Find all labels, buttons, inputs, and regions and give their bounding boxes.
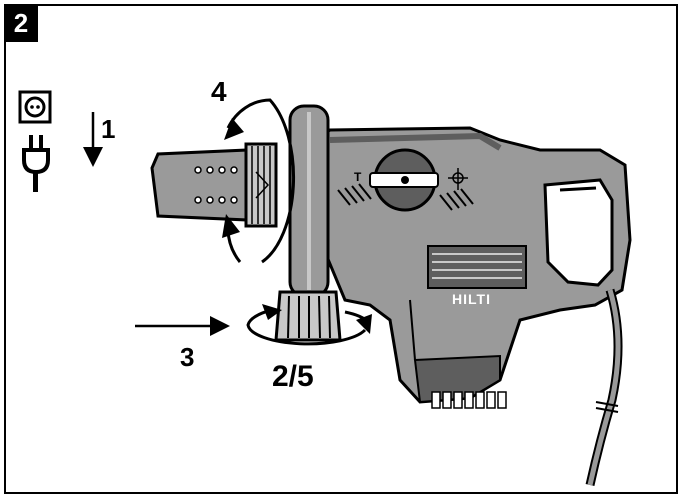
hammer-drill: T HILTI <box>298 126 632 409</box>
step-number-badge: 2 <box>4 4 38 42</box>
vent-slots-right <box>439 188 474 211</box>
label-step-4: 4 <box>211 76 227 107</box>
power-socket-icon <box>18 90 52 124</box>
mode-selector-dial <box>369 148 439 212</box>
power-plug-icon <box>22 135 50 192</box>
side-vent-grille <box>427 245 527 289</box>
brand-logo: HILTI <box>452 291 491 307</box>
label-step-2-5: 2/5 <box>272 360 314 393</box>
rotate-ring-arrow-icon <box>222 98 296 264</box>
label-step-3: 3 <box>180 342 194 372</box>
label-mode-hammer: T <box>354 170 362 184</box>
chisel-mode-icon <box>448 168 468 190</box>
label-step-1: 1 <box>101 114 115 144</box>
rotate-handle-arrow-icon <box>246 304 372 346</box>
tool-holder-chuck <box>150 142 278 228</box>
base-vents <box>431 391 507 409</box>
vent-slots-left <box>337 183 372 206</box>
side-handle <box>274 104 342 342</box>
